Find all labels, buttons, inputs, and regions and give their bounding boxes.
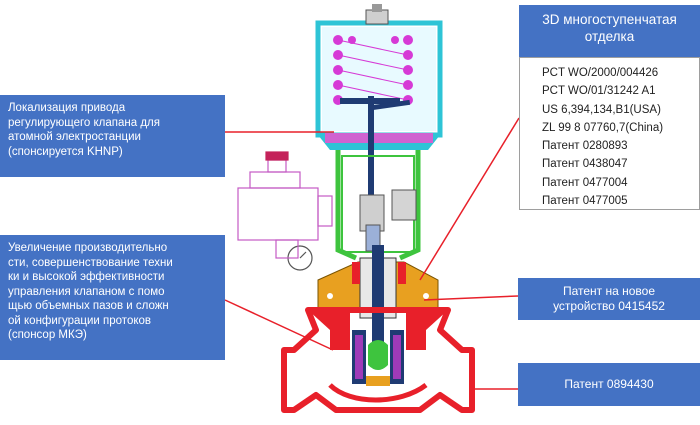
valve-body <box>281 307 475 413</box>
actuator-housing <box>315 4 443 150</box>
patent-item: US 6,394,134,B1(USA) <box>542 103 661 116</box>
callout-patent-0894430: Патент 0894430 <box>518 363 700 406</box>
patent-item: Патент 0438047 <box>542 158 628 171</box>
patent-item: PCT WO/01/31242 A1 <box>542 85 656 98</box>
callout-3d-text: 3D многоступенчатая отделка <box>542 12 677 44</box>
callout-performance-improvement: Увеличение производительно сти, совершен… <box>0 235 225 360</box>
callout-patent-new-device: Патент на новое устройство 0415452 <box>518 278 700 320</box>
actuator-stem <box>340 96 411 224</box>
trim-cage <box>352 330 404 386</box>
callout-actuator-text: Локализация привода регулирующего клапан… <box>8 102 160 158</box>
positioner <box>237 151 333 271</box>
patent-list: PCT WO/2000/004426 PCT WO/01/31242 A1 US… <box>519 57 700 210</box>
spring-coils <box>337 39 409 101</box>
callout-performance-text: Увеличение производительно сти, совершен… <box>8 242 173 341</box>
patent-item: ZL 99 8 07760,7(China) <box>542 121 664 134</box>
patent-item: Патент 0477005 <box>542 195 628 208</box>
callout-patent-0894-text: Патент 0894430 <box>564 377 654 392</box>
patent-item: PCT WO/2000/004426 <box>542 67 659 79</box>
callout-3d-multistage-trim: 3D многоступенчатая отделка <box>519 5 700 57</box>
patent-item: Патент 0477004 <box>542 176 628 189</box>
patent-item: Патент 0280893 <box>542 140 628 153</box>
leader-lines <box>224 117 520 390</box>
callout-patent-device-text: Патент на новое устройство 0415452 <box>553 284 665 313</box>
stem-connector <box>359 189 417 252</box>
callout-actuator-localization: Локализация привода регулирующего клапан… <box>0 95 225 177</box>
